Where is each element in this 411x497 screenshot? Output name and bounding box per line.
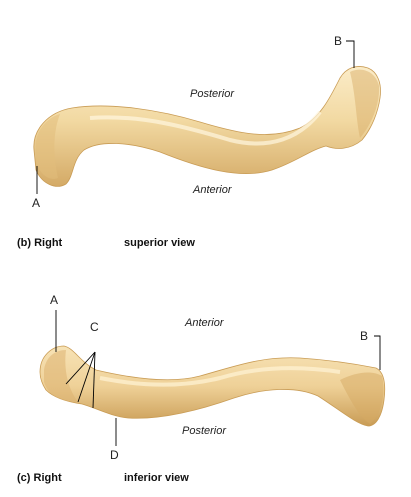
label-b-panel-c: B bbox=[360, 329, 369, 343]
caption-letter-b: (b) bbox=[17, 237, 32, 249]
posterior-label-panel-b: Posterior bbox=[190, 88, 235, 100]
clavicle-shaft-superior bbox=[33, 66, 381, 187]
caption-side-c: Right bbox=[33, 472, 62, 484]
leader-c1-panel-c bbox=[65, 351, 96, 385]
label-a-panel-c: A bbox=[50, 293, 59, 307]
caption-side-b: Right bbox=[34, 237, 63, 249]
label-b-panel-b: B bbox=[334, 34, 343, 48]
shaft-highlight-inferior bbox=[99, 366, 341, 387]
anterior-label-panel-b: Anterior bbox=[193, 184, 232, 196]
sternal-end-superior bbox=[35, 114, 60, 179]
caption-view-b: superior view bbox=[124, 237, 195, 249]
caption-view-c: inferior view bbox=[124, 472, 189, 484]
leaders-panel-b bbox=[36, 40, 355, 194]
label-a-panel-b: A bbox=[32, 196, 41, 210]
posterior-label-panel-c: Posterior bbox=[182, 425, 227, 437]
leader-c2-panel-c bbox=[77, 351, 96, 403]
leader-c3-panel-c bbox=[92, 351, 96, 409]
acromial-end-superior bbox=[350, 69, 380, 138]
clavicle-shaft-inferior bbox=[39, 345, 386, 427]
caption-letter-c: (c) bbox=[17, 472, 31, 484]
label-c-panel-c: C bbox=[90, 320, 99, 334]
shaft-highlight-superior bbox=[89, 110, 322, 146]
clavicle-inferior-view bbox=[39, 345, 386, 427]
leader-b-panel-c bbox=[374, 335, 381, 370]
acromial-end-inferior bbox=[340, 372, 384, 424]
caption-panel-b: (b) Right bbox=[17, 237, 62, 249]
anterior-label-panel-c: Anterior bbox=[185, 317, 224, 329]
leader-b-panel-b bbox=[346, 40, 355, 68]
caption-panel-c: (c) Right bbox=[17, 472, 62, 484]
label-d-panel-c: D bbox=[110, 448, 119, 462]
sternal-end-inferior bbox=[44, 350, 78, 402]
clavicle-superior-view bbox=[33, 66, 381, 187]
leaders-panel-c bbox=[55, 310, 381, 446]
